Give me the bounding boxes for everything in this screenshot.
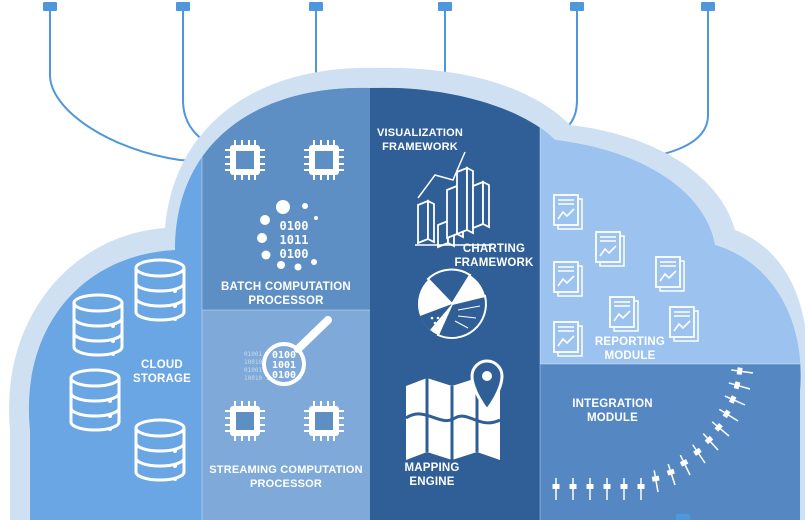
svg-text:0100: 0100 — [280, 247, 309, 261]
svg-text:1011: 1011 — [280, 233, 309, 247]
chip-icon — [303, 400, 345, 442]
bottom-connector-endpoint — [676, 514, 690, 520]
integration-module-label: INTEGRATION MODULE — [572, 398, 653, 424]
connector-endpoints — [43, 2, 715, 11]
chip-icon — [303, 139, 345, 181]
streaming-processor-label: STREAMING COMPUTATION PROCESSOR — [209, 464, 363, 490]
chip-icon — [224, 139, 266, 181]
svg-text:0100: 0100 — [272, 350, 296, 361]
mapping-engine-label: MAPPING ENGINE — [404, 462, 460, 488]
reporting-module-label: REPORTING MODULE — [594, 336, 666, 362]
svg-text:0100: 0100 — [272, 370, 296, 381]
svg-text:0100: 0100 — [280, 219, 309, 233]
chip-icon — [224, 400, 266, 442]
pie-chart-icon — [418, 268, 487, 339]
batch-dots — [257, 200, 318, 271]
bar-chart-3d-icon — [415, 151, 492, 249]
charting-framework-label: CHARTING FRAMEWORK — [454, 243, 534, 269]
batch-binary: 0100 1011 0100 — [280, 219, 309, 261]
integration-panel — [540, 364, 801, 520]
cloud-storage-label: CLOUD STORAGE — [132, 359, 192, 385]
map-icon — [405, 359, 504, 460]
batch-processor-label: BATCH COMPUTATION PROCESSOR — [221, 281, 351, 307]
magnifier-icon: 0100 1001 0100 — [262, 316, 332, 386]
svg-text:1001: 1001 — [272, 360, 296, 371]
visualization-framework-label: VISUALIZATION FRAMEWORK — [376, 127, 464, 153]
